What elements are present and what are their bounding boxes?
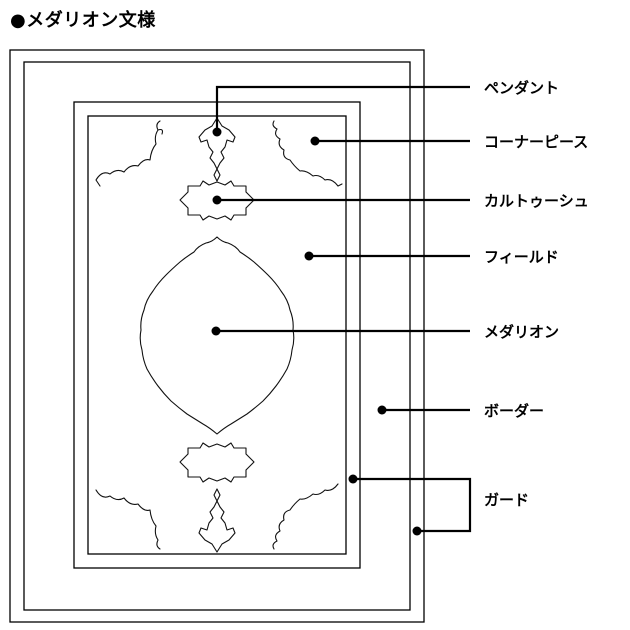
label-cartouche: カルトゥーシュ xyxy=(484,192,589,210)
corner-piece-dot xyxy=(310,136,320,146)
outer-frame xyxy=(9,49,425,623)
top-cartouche xyxy=(179,180,255,221)
pendant-leader xyxy=(215,85,470,132)
label-corner-piece: コーナーピース xyxy=(484,133,588,151)
pendant-stem xyxy=(213,168,221,182)
border-frame xyxy=(23,61,411,611)
guard-outer-dot xyxy=(412,526,422,536)
guard-inner-dot xyxy=(348,474,358,484)
label-guard: ガード xyxy=(484,491,529,509)
border-dot xyxy=(377,405,387,415)
label-medallion: メダリオン xyxy=(484,323,559,341)
cartouche-dot xyxy=(212,195,222,205)
pendant-dot xyxy=(212,127,222,137)
bottom-pendant xyxy=(198,500,236,553)
bottom-pendant-stem xyxy=(213,488,221,502)
label-border: ボーダー xyxy=(484,402,544,420)
medallion xyxy=(139,236,295,435)
label-field: フィールド xyxy=(484,248,559,266)
guard-bracket xyxy=(353,477,472,533)
bottom-cartouche xyxy=(179,442,255,483)
corner-piece-bottom-right xyxy=(272,483,339,550)
corner-piece-top-left xyxy=(95,120,164,187)
medallion-dot xyxy=(211,326,221,336)
corner-piece-top-right xyxy=(272,120,343,187)
label-pendant: ペンダント xyxy=(484,79,559,97)
corner-piece-bottom-left xyxy=(95,489,161,550)
field-dot xyxy=(304,251,314,261)
diagram-title: ●メダリオン文様 xyxy=(10,10,156,31)
